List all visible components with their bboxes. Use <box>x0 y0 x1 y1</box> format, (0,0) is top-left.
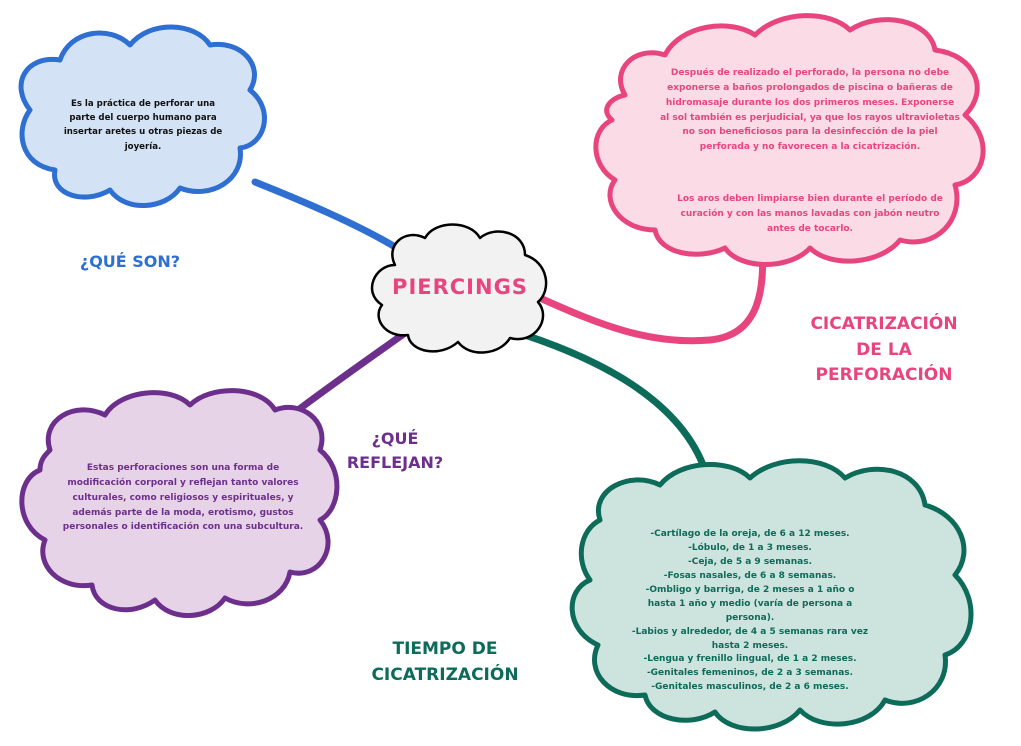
reflejan-heading-line-1: ¿QUÉ <box>371 429 419 448</box>
cicatrizacion-heading-line-2: DE LA <box>856 339 912 360</box>
connector-tiempo <box>521 331 709 474</box>
cicatrizacion-heading-line-1: CICATRIZACIÓN <box>810 314 958 334</box>
tiempo-item: -Ceja, de 5 a 9 semanas. <box>687 556 812 567</box>
tiempo-item: -Ombligo y barriga, de 2 meses a 1 año o… <box>645 584 855 623</box>
tiempo-item: -Fosas nasales, de 6 a 8 semanas. <box>663 570 837 581</box>
tiempo-list: -Cartílago de la oreja, de 6 a 12 meses.… <box>630 528 870 695</box>
tiempo-item: -Lengua y frenillo lingual, de 1 a 2 mes… <box>643 654 857 665</box>
connector-que-son <box>251 178 404 254</box>
cloud-cicatrizacion <box>593 13 986 267</box>
reflejan-heading: ¿QUÉ REFLEJAN? <box>320 427 470 475</box>
tiempo-item: -Lóbulo, de 1 a 3 meses. <box>688 542 812 553</box>
tiempo-item: -Genitales masculinos, de 2 a 6 meses. <box>651 682 849 693</box>
que-son-heading: ¿QUÉ SON? <box>79 252 181 271</box>
cicatrizacion-paragraph-1: Después de realizado el perforado, la pe… <box>660 68 960 153</box>
tiempo-heading-line-1: TIEMPO DE <box>392 639 498 659</box>
que-son-description: Es la práctica de perforar una parte del… <box>63 99 223 152</box>
connector-cicatrizacion <box>536 236 767 345</box>
tiempo-heading-line-2: CICATRIZACIÓN <box>371 664 519 685</box>
reflejan-heading-line-2: REFLEJAN? <box>346 453 444 472</box>
cloud-center <box>370 223 548 354</box>
tiempo-item: -Genitales femeninos, de 2 a 3 semanas. <box>646 668 854 679</box>
tiempo-item: -Labios y alrededor, de 4 a 5 semanas ra… <box>631 626 869 651</box>
tiempo-item: -Cartílago de la oreja, de 6 a 12 meses. <box>650 529 850 539</box>
center-title: PIERCINGS <box>392 275 528 299</box>
cicatrizacion-heading: CICATRIZACIÓN DE LA PERFORACIÓN <box>770 312 998 389</box>
cloud-reflejan <box>19 388 340 618</box>
reflejan-description: Estas perforaciones son una forma de mod… <box>62 463 304 533</box>
cicatrizacion-paragraph-2: Los aros deben limpiarse bien durante el… <box>677 194 943 234</box>
tiempo-heading: TIEMPO DE CICATRIZACIÓN <box>345 637 545 688</box>
cloud-que-son <box>18 24 267 208</box>
cloud-tiempo <box>569 458 974 732</box>
cicatrizacion-heading-line-3: PERFORACIÓN <box>815 365 953 385</box>
